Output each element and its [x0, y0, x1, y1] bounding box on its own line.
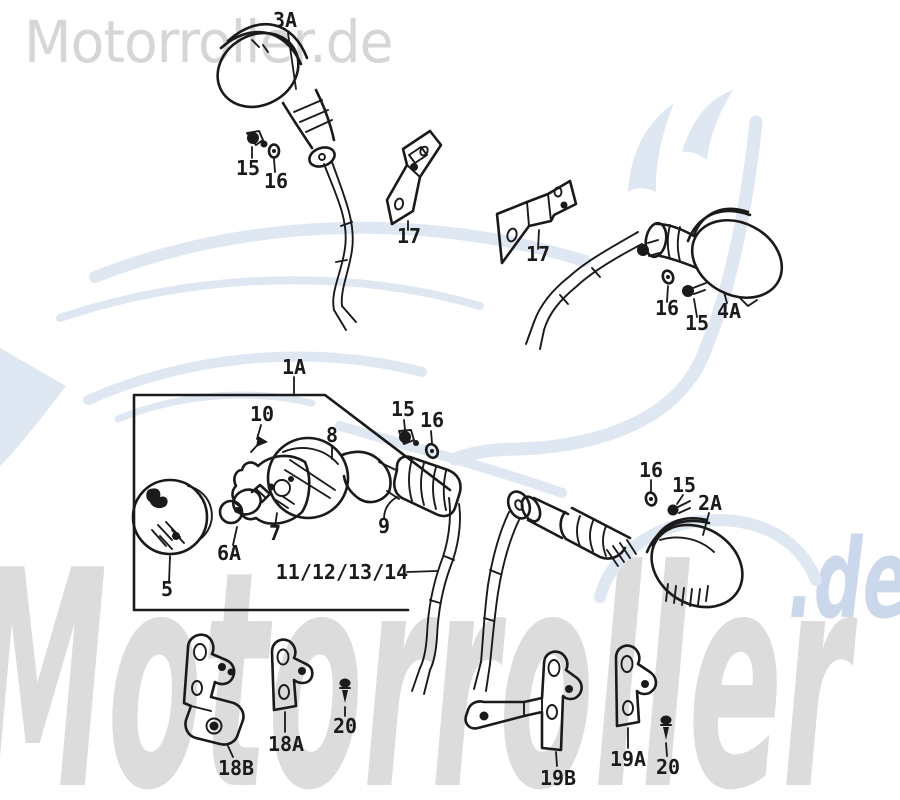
bracket-18b	[182, 633, 245, 758]
part-label-19a: 19A	[610, 747, 646, 771]
part-label-2a: 2A	[698, 491, 722, 515]
part-label-16-c: 16	[420, 408, 444, 432]
exploded-turn-signal	[131, 419, 462, 695]
screw-15-2a	[667, 494, 691, 516]
part-label-8: 8	[326, 423, 338, 447]
assembly-box-1a	[132, 376, 452, 612]
turn-signal-3a	[216, 23, 357, 331]
turn-signal-2a	[473, 490, 744, 692]
part-label-19b: 19B	[540, 766, 576, 790]
part-label-20-r: 20	[656, 755, 680, 779]
part-label-20-l: 20	[333, 714, 357, 738]
part-label-11-14: 11/12/13/14	[276, 560, 408, 584]
part-label-17-r: 17	[526, 242, 550, 266]
part-label-10: 10	[250, 402, 274, 426]
screw-15-top	[246, 130, 268, 159]
part-label-15-c: 15	[391, 397, 415, 421]
watermark-bottom-text: Motorroller	[0, 507, 851, 800]
part-label-6a: 6A	[217, 541, 241, 565]
watermark-de-text: .de	[788, 515, 900, 643]
part-label-18b: 18B	[218, 756, 254, 780]
part-label-18a: 18A	[268, 732, 304, 756]
part-label-16-d: 16	[639, 458, 663, 482]
watermark-top-text: Motorroller.de	[24, 8, 394, 76]
screw-16-top	[267, 143, 281, 173]
part-label-15-a: 15	[236, 156, 260, 180]
screw-16-2a	[644, 479, 658, 507]
bracket-18a	[270, 638, 314, 733]
part-label-17-l: 17	[397, 224, 421, 248]
part-label-15-b: 15	[685, 311, 709, 335]
bracket-19b	[464, 650, 583, 767]
turn-signal-4a	[525, 207, 784, 350]
part-labels: 3A 15 16 17 17 16 15 4A 1A 10 8 15 16 5 …	[161, 8, 741, 790]
part-label-16-a: 16	[264, 169, 288, 193]
part-label-1a: 1A	[282, 355, 306, 379]
part-label-9: 9	[378, 514, 390, 538]
part-label-3a: 3A	[273, 8, 297, 32]
bracket-17-left	[385, 129, 443, 231]
part-label-16-b: 16	[655, 296, 679, 320]
part-label-5: 5	[161, 577, 173, 601]
part-label-7: 7	[269, 521, 281, 545]
bracket-19a	[614, 644, 658, 749]
screw-20-right	[660, 715, 672, 757]
part-label-15-d: 15	[672, 473, 696, 497]
screw-20-left	[339, 678, 351, 717]
bracket-17-right	[495, 179, 578, 265]
part-label-4a: 4A	[717, 299, 741, 323]
screw-15-4a	[682, 282, 707, 318]
screw-16-4a	[661, 269, 675, 303]
watermark-sketch	[0, 90, 822, 603]
